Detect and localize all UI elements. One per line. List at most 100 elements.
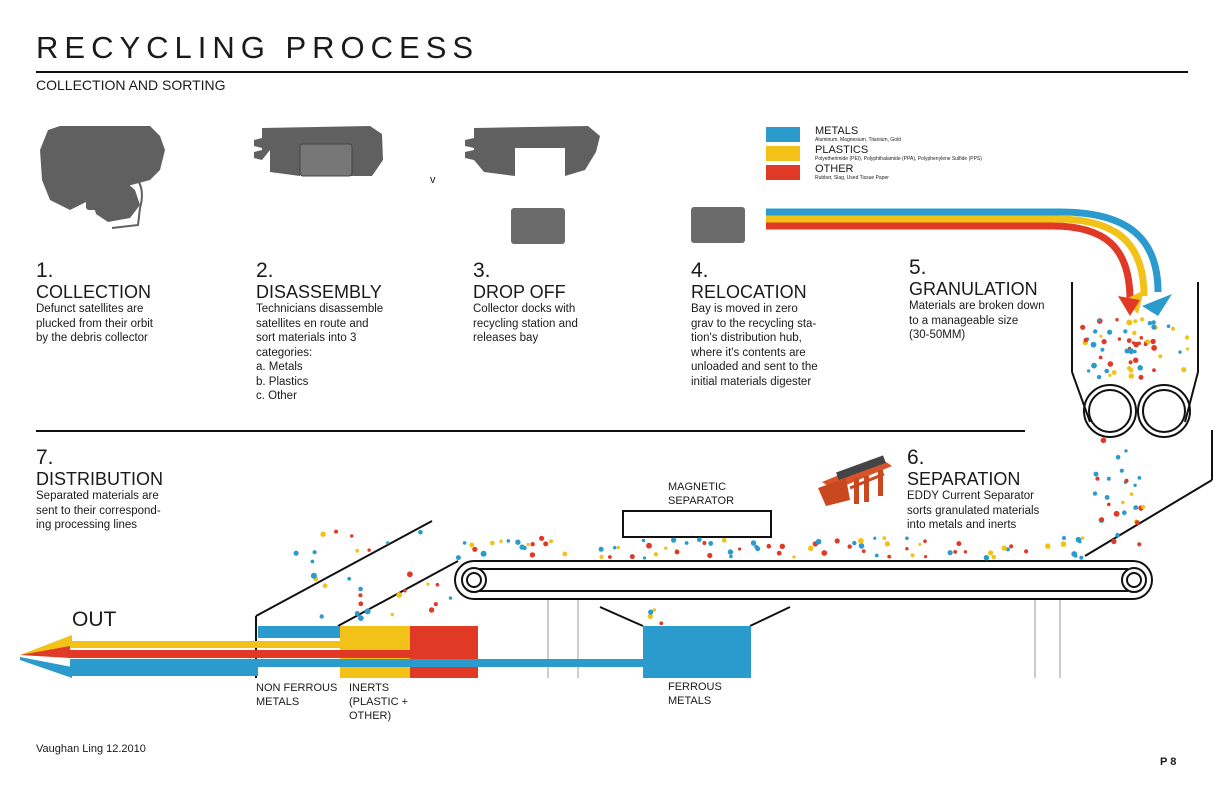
particle bbox=[792, 555, 796, 559]
particle bbox=[918, 542, 922, 547]
particle bbox=[1083, 337, 1089, 343]
particle bbox=[1080, 536, 1085, 540]
particle bbox=[396, 592, 403, 598]
particle bbox=[1107, 361, 1114, 367]
particle bbox=[435, 582, 440, 587]
step-title: GRANULATION bbox=[909, 279, 1038, 299]
particle bbox=[779, 543, 785, 549]
particle bbox=[905, 536, 909, 541]
particle bbox=[1080, 324, 1086, 330]
particle bbox=[956, 541, 962, 547]
particle bbox=[858, 543, 865, 549]
particle bbox=[310, 572, 317, 579]
particle bbox=[320, 531, 326, 537]
particle bbox=[642, 556, 647, 560]
step-drop-off: 3. DROP OFF Collector docks with recycli… bbox=[473, 260, 578, 346]
legend-swatch-other bbox=[766, 165, 800, 180]
particle bbox=[1001, 545, 1007, 551]
step-number: 5. bbox=[909, 256, 927, 279]
particle bbox=[1100, 347, 1105, 352]
particle bbox=[1126, 319, 1133, 326]
particle bbox=[1147, 321, 1153, 326]
particle bbox=[707, 552, 713, 559]
particle bbox=[428, 607, 435, 613]
particle bbox=[455, 555, 461, 561]
particle bbox=[350, 534, 354, 538]
released-bay-icon bbox=[511, 208, 565, 244]
particle bbox=[357, 615, 364, 621]
particle bbox=[1129, 492, 1134, 496]
particle bbox=[652, 608, 657, 612]
particle bbox=[1115, 318, 1119, 322]
particle bbox=[1104, 368, 1109, 374]
relocated-bay-icon bbox=[691, 207, 745, 243]
particle bbox=[1166, 324, 1171, 329]
particle bbox=[358, 586, 363, 592]
particle bbox=[1062, 536, 1066, 540]
page-title: RECYCLING PROCESS bbox=[36, 30, 480, 65]
granulator-hopper bbox=[1071, 282, 1213, 557]
ferrous-bin bbox=[643, 626, 751, 678]
particle bbox=[1150, 338, 1156, 345]
particle bbox=[808, 545, 814, 551]
particle bbox=[549, 539, 553, 544]
particle bbox=[616, 545, 620, 550]
particle bbox=[659, 621, 664, 626]
particle bbox=[1137, 542, 1142, 547]
particle bbox=[702, 541, 707, 545]
particle bbox=[1086, 369, 1091, 373]
particle bbox=[322, 583, 328, 589]
particle bbox=[407, 571, 413, 578]
particle bbox=[861, 549, 866, 553]
particle bbox=[852, 540, 857, 546]
particle bbox=[755, 546, 761, 552]
particle bbox=[562, 551, 568, 557]
particle bbox=[1140, 317, 1145, 322]
eddy-separator-machine-icon bbox=[818, 455, 892, 506]
particle bbox=[1170, 326, 1176, 331]
particle bbox=[963, 550, 968, 554]
particle bbox=[708, 541, 714, 546]
stream-arrow-other bbox=[1118, 296, 1140, 316]
stream-arrow-metals bbox=[1142, 294, 1172, 316]
step-description: Materials are broken down to a manageabl… bbox=[909, 300, 1045, 341]
particle bbox=[738, 547, 742, 551]
particle bbox=[358, 593, 363, 598]
particle bbox=[1111, 538, 1117, 545]
particle bbox=[766, 543, 772, 549]
particle bbox=[646, 542, 652, 549]
particle bbox=[529, 552, 536, 558]
particle bbox=[834, 538, 840, 544]
particle bbox=[1123, 329, 1128, 334]
particle bbox=[613, 546, 617, 550]
legend-plastics-detail: Polyetherimide (PEI), Polyphthalamide (P… bbox=[815, 156, 982, 162]
step-title: COLLECTION bbox=[36, 282, 152, 302]
particle bbox=[1151, 324, 1157, 330]
page-subtitle: COLLECTION AND SORTING bbox=[36, 77, 226, 93]
particle bbox=[641, 538, 646, 543]
particle bbox=[462, 541, 467, 545]
particle bbox=[598, 546, 604, 552]
particle bbox=[821, 550, 828, 556]
particle bbox=[1060, 541, 1067, 547]
step-description: Separated materials are sent to their co… bbox=[36, 490, 161, 531]
step-number: 3. bbox=[473, 259, 491, 282]
particle bbox=[469, 542, 475, 548]
particle bbox=[515, 539, 521, 545]
particle bbox=[1107, 502, 1111, 507]
particle bbox=[858, 538, 864, 544]
particle bbox=[526, 542, 530, 547]
particle bbox=[1133, 505, 1139, 510]
satellite-dropoff-icon bbox=[465, 126, 600, 244]
particle bbox=[543, 541, 549, 547]
particle bbox=[1185, 347, 1190, 351]
particle bbox=[721, 537, 727, 543]
step-description: Collector docks with recycling station a… bbox=[473, 303, 578, 344]
particle bbox=[1133, 357, 1139, 363]
particle bbox=[1133, 319, 1138, 324]
particle bbox=[1092, 491, 1098, 496]
out-label: OUT bbox=[72, 608, 117, 631]
particle bbox=[1106, 476, 1111, 481]
step-description: Defunct satellites are plucked from thei… bbox=[36, 303, 153, 344]
particle bbox=[1079, 555, 1084, 560]
